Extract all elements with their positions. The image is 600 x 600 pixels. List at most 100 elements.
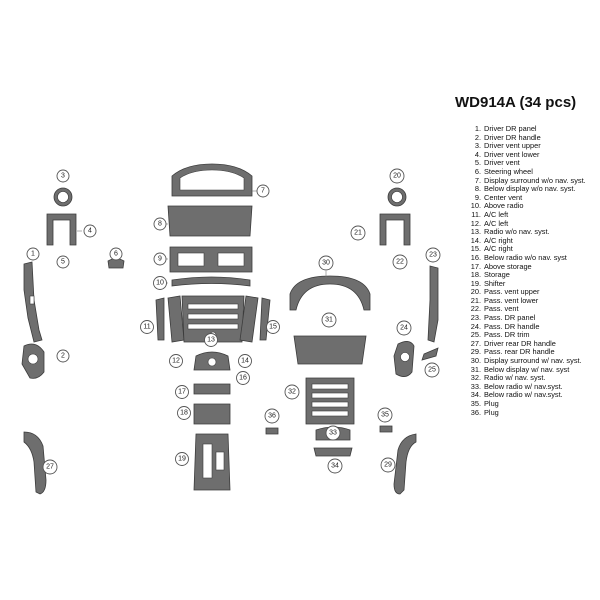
callout-13: 13 — [204, 333, 218, 347]
legend-item: 5.Driver vent — [468, 159, 596, 168]
callout-32: 32 — [284, 384, 300, 400]
legend-item: 33.Below radio w/ nav.syst. — [468, 381, 596, 392]
callout-2: 2 — [56, 349, 70, 363]
legend-label: Display surround w/ nav. syst. — [484, 356, 582, 366]
callout-1: 1 — [26, 247, 40, 261]
callout-29-label: 29 — [384, 462, 392, 469]
part-19-shifter — [193, 433, 231, 491]
part-25-pass-dr-trim — [421, 347, 439, 361]
legend-label: Below display w/o nav. syst. — [484, 184, 576, 194]
legend-number: 11. — [471, 209, 481, 219]
callout-8-label: 8 — [158, 221, 162, 228]
callout-3: 3 — [56, 169, 70, 183]
callout-31: 31 — [321, 312, 337, 328]
legend-item: 10.Above radio — [468, 202, 596, 211]
legend-item: 18.Storage — [468, 270, 596, 280]
legend-number: 15. — [470, 244, 481, 254]
legend-item: 24.Pass. DR handle — [468, 321, 596, 332]
legend-number: 10. — [470, 201, 481, 211]
legend-number: 18. — [470, 270, 481, 280]
legend-item: 13.Radio w/o nav. syst. — [468, 228, 596, 237]
callout-20: 20 — [389, 168, 405, 184]
legend-label: A/C left — [484, 209, 509, 219]
callout-5: 5 — [56, 255, 70, 269]
legend-number: 32. — [470, 373, 481, 383]
callout-7: 7 — [256, 184, 270, 198]
legend-label: Below radio w/ nav.syst. — [484, 390, 563, 400]
legend-number: 34. — [470, 390, 481, 400]
legend-label: Radio w/o nav. syst. — [484, 227, 550, 237]
legend-label: A/C right — [484, 235, 513, 245]
part-18-storage — [193, 403, 231, 425]
legend-label: Storage — [484, 270, 510, 280]
legend-label: Below radio w/o nav. syst — [484, 252, 567, 262]
callout-19: 19 — [175, 452, 189, 466]
part-36-plug — [265, 427, 279, 435]
callout-5-label: 5 — [61, 259, 65, 266]
part-21-pass-vent-lower — [379, 213, 411, 246]
callout-22-label: 22 — [396, 259, 404, 266]
callout-16-label: 16 — [239, 375, 247, 382]
callout-6: 6 — [109, 247, 123, 261]
legend-item: 32.Radio w/ nav. syst. — [468, 374, 596, 383]
callout-14: 14 — [238, 354, 252, 368]
callout-9: 9 — [153, 252, 167, 266]
callout-1-label: 1 — [31, 251, 35, 258]
legend-number: 8. — [474, 184, 481, 194]
callout-33: 33 — [325, 425, 341, 441]
part-9-center-vent — [169, 246, 253, 273]
callout-3-label: 3 — [61, 173, 65, 180]
legend-item: 36.Plug — [468, 407, 596, 418]
kit-title: WD914A (34 pcs) — [455, 94, 577, 111]
legend-label: Shifter — [484, 278, 506, 288]
legend-number: 31. — [470, 364, 481, 374]
legend-number: 24. — [470, 321, 481, 331]
legend-item: 9.Center vent — [468, 192, 596, 203]
callout-12-label: 12 — [172, 358, 180, 365]
callout-35: 35 — [377, 407, 393, 423]
legend-number: 3. — [474, 141, 481, 151]
legend-label: Driver vent — [484, 158, 520, 168]
legend-item: 30.Display surround w/ nav. syst. — [468, 356, 596, 366]
legend-item: 29.Pass. rear DR handle — [468, 348, 596, 357]
legend-number: 33. — [470, 381, 481, 391]
legend-label: Below display w/ nav. syst — [484, 364, 570, 374]
legend-number: 1. — [474, 124, 481, 133]
legend-label: A/C left — [484, 218, 509, 228]
callout-15: 15 — [266, 320, 280, 334]
legend-item: 12.A/C left — [468, 218, 596, 229]
part-16-below-radio — [193, 351, 231, 371]
callout-15-label: 15 — [269, 324, 277, 331]
legend-label: A/C right — [484, 244, 513, 254]
legend-label: Driver DR panel — [484, 124, 537, 133]
legend-number: 2. — [474, 132, 481, 142]
legend-label: Driver vent upper — [484, 141, 541, 151]
callout-14-label: 14 — [241, 358, 249, 365]
legend-item: 17.Above storage — [468, 261, 596, 272]
part-30-display-surround-nav — [289, 275, 371, 311]
legend-label: Center vent — [484, 192, 523, 202]
callout-25-label: 25 — [428, 367, 436, 374]
legend-number: 36. — [470, 407, 481, 417]
legend-item: 20.Pass. vent upper — [468, 288, 596, 297]
part-32-radio-nav — [305, 377, 355, 425]
callout-17-label: 17 — [178, 389, 186, 396]
legend-number: 7. — [474, 175, 481, 185]
legend-number: 12. — [470, 218, 481, 228]
legend-label: Pass. rear DR handle — [484, 347, 555, 357]
part-23-pass-dr-panel — [427, 265, 439, 343]
legend-label: Plug — [484, 399, 499, 408]
legend-label: Above storage — [484, 261, 532, 271]
legend-label: Pass. vent lower — [484, 295, 539, 305]
callout-31-label: 31 — [325, 317, 333, 324]
legend-label: Driver rear DR handle — [484, 338, 556, 348]
legend-label: Driver vent lower — [484, 149, 540, 159]
callout-36-label: 36 — [268, 413, 276, 420]
callout-34-label: 34 — [331, 463, 339, 470]
callout-29: 29 — [380, 457, 396, 473]
part-11-ac-left — [155, 297, 165, 341]
legend-label: Below radio w/ nav.syst. — [484, 381, 563, 391]
callout-6-label: 6 — [114, 251, 118, 258]
legend-number: 19. — [470, 278, 481, 288]
callout-9-label: 9 — [158, 256, 162, 263]
